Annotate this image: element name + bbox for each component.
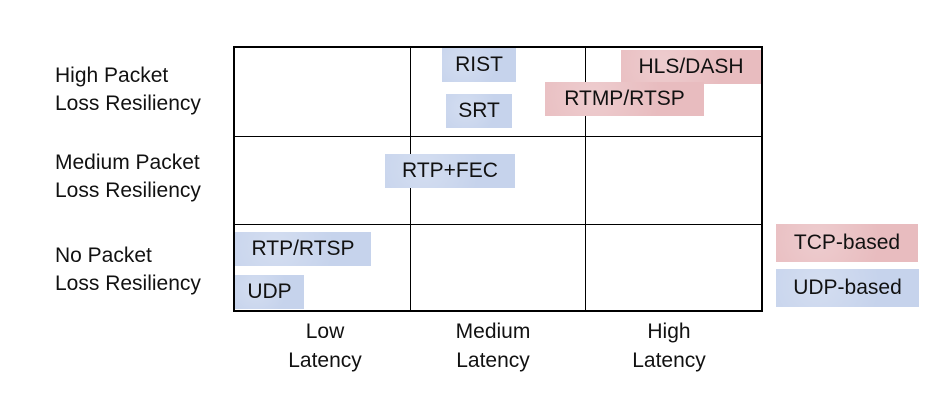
column-label-low-latency: Low Latency (250, 317, 400, 375)
protocol-udp: UDP (235, 275, 304, 309)
legend-udp-based: UDP-based (776, 269, 919, 307)
row-label-line1: Medium Packet (55, 151, 200, 174)
row-label-line2: Loss Resiliency (55, 92, 201, 115)
row-label-high-resiliency: High Packet Loss Resiliency (55, 62, 201, 118)
column-label-line1: Low (305, 320, 345, 343)
column-label-line2: Latency (456, 349, 530, 372)
protocol-rist: RIST (442, 48, 516, 82)
row-label-medium-resiliency: Medium Packet Loss Resiliency (55, 149, 201, 205)
column-label-line2: Latency (288, 349, 362, 372)
column-label-high-latency: High Latency (594, 317, 744, 375)
column-label-medium-latency: Medium Latency (418, 317, 568, 375)
grid-row-divider (235, 136, 761, 137)
protocol-rtmp-rtsp: RTMP/RTSP (545, 82, 704, 116)
protocol-hls-dash: HLS/DASH (621, 50, 761, 84)
column-label-line1: High (647, 320, 691, 343)
protocol-rtp-rtsp: RTP/RTSP (235, 232, 371, 266)
row-label-line1: No Packet (55, 244, 152, 267)
grid-column-divider (585, 48, 586, 310)
legend-tcp-based: TCP-based (776, 224, 918, 262)
protocol-rtp-fec: RTP+FEC (385, 154, 515, 188)
row-label-no-resiliency: No Packet Loss Resiliency (55, 242, 201, 298)
protocol-srt: SRT (446, 94, 512, 128)
row-label-line2: Loss Resiliency (55, 272, 201, 295)
grid-row-divider (235, 224, 761, 225)
column-label-line1: Medium (455, 320, 531, 343)
row-label-line1: High Packet (55, 64, 169, 87)
column-label-line2: Latency (632, 349, 706, 372)
row-label-line2: Loss Resiliency (55, 179, 201, 202)
